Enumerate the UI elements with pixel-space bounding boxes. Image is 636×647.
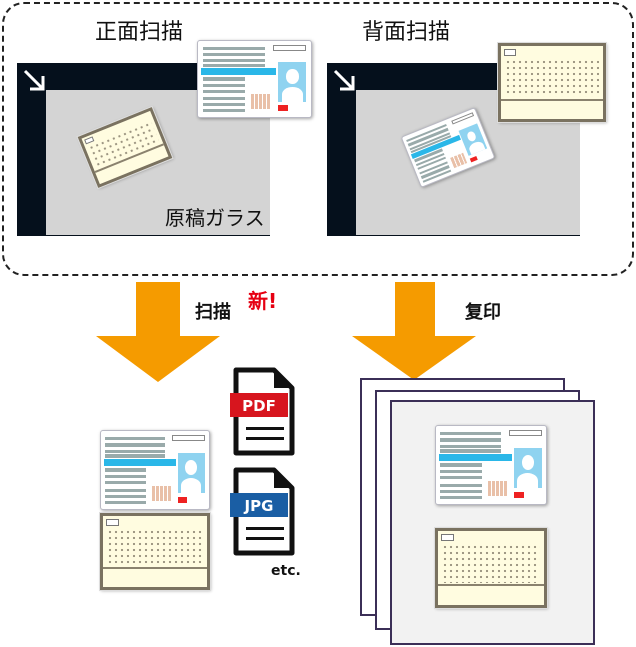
card-dot-grid (505, 59, 599, 98)
card-text-line (440, 469, 483, 473)
card-text-line (202, 77, 246, 81)
card-dot-grid (87, 120, 161, 170)
card-divider (438, 584, 544, 587)
card-text-line (202, 109, 246, 113)
new-badge: 新! (248, 289, 278, 313)
card-text-line (440, 432, 501, 436)
card-number-box (272, 44, 307, 51)
card-text-line (440, 475, 483, 480)
card-text-line (440, 444, 501, 448)
down-arrow-scan-icon (96, 282, 220, 382)
card-seal (469, 155, 479, 163)
card-text-line (202, 63, 265, 67)
card-text-line (105, 443, 165, 447)
card-text-line (105, 449, 165, 453)
copied-card-back (434, 527, 548, 609)
jpg-format-label: JPG (244, 497, 274, 515)
scan-label: 扫描 (195, 302, 231, 323)
card-photo (177, 452, 205, 494)
card-text-line (440, 438, 501, 442)
card-text-line (105, 437, 165, 441)
card-text-line (202, 89, 246, 93)
copy-label: 复印 (465, 302, 501, 323)
corner-arrow-icon (333, 69, 355, 91)
card-text-line (440, 489, 483, 494)
card-license-grid (487, 480, 508, 497)
card-number-box (172, 434, 205, 442)
card-text-line (440, 463, 483, 467)
card-text-line (105, 480, 147, 485)
card-seal (514, 491, 524, 498)
jpg-file-icon: JPG (230, 467, 295, 556)
card-seal (278, 104, 289, 111)
id-card-back (497, 42, 607, 123)
copied-card-front (435, 425, 547, 505)
card-tag (504, 48, 517, 57)
card-text-line (105, 474, 147, 478)
card-dot-grid (107, 528, 203, 566)
card-text-line (105, 494, 147, 499)
card-divider (501, 98, 603, 101)
card-license-grid (449, 152, 467, 169)
down-arrow-copy-icon (352, 282, 476, 380)
scanned-card-front (100, 430, 210, 510)
etc-label: etc. (271, 563, 301, 579)
back-scan-title: 背面扫描 (362, 20, 451, 45)
card-number-box (508, 429, 542, 437)
scanned-card-back (99, 512, 211, 591)
card-license-grid (151, 485, 172, 502)
front-scan-title: 正面扫描 (95, 20, 184, 45)
card-text-line (440, 449, 501, 453)
card-text-line (202, 83, 246, 87)
card-text-line (202, 59, 265, 63)
card-text-line (105, 501, 147, 505)
card-tag (441, 533, 454, 542)
card-validity-band (104, 459, 176, 467)
scan-area-frame (2, 2, 634, 276)
corner-arrow-icon (23, 69, 45, 91)
card-divider (103, 567, 207, 570)
card-dot-grid (442, 544, 540, 583)
card-text-line (440, 496, 483, 500)
card-text-line (202, 103, 246, 107)
card-validity-band (201, 68, 276, 76)
card-text-line (105, 468, 147, 472)
card-seal (177, 496, 188, 503)
card-text-line (202, 47, 265, 51)
card-text-line (202, 53, 265, 57)
card-text-line (440, 483, 483, 487)
glass-label: 原稿ガラス (165, 206, 265, 230)
card-tag (106, 518, 119, 526)
card-photo (458, 123, 488, 157)
pdf-file-icon: PDF (230, 367, 295, 456)
id-card-front (197, 40, 312, 118)
card-text-line (105, 454, 165, 458)
card-photo (278, 62, 307, 102)
card-photo (514, 447, 542, 489)
pdf-format-label: PDF (242, 397, 276, 415)
card-text-line (105, 488, 147, 492)
card-validity-band (439, 454, 512, 462)
card-license-grid (251, 94, 272, 110)
card-text-line (202, 97, 246, 101)
